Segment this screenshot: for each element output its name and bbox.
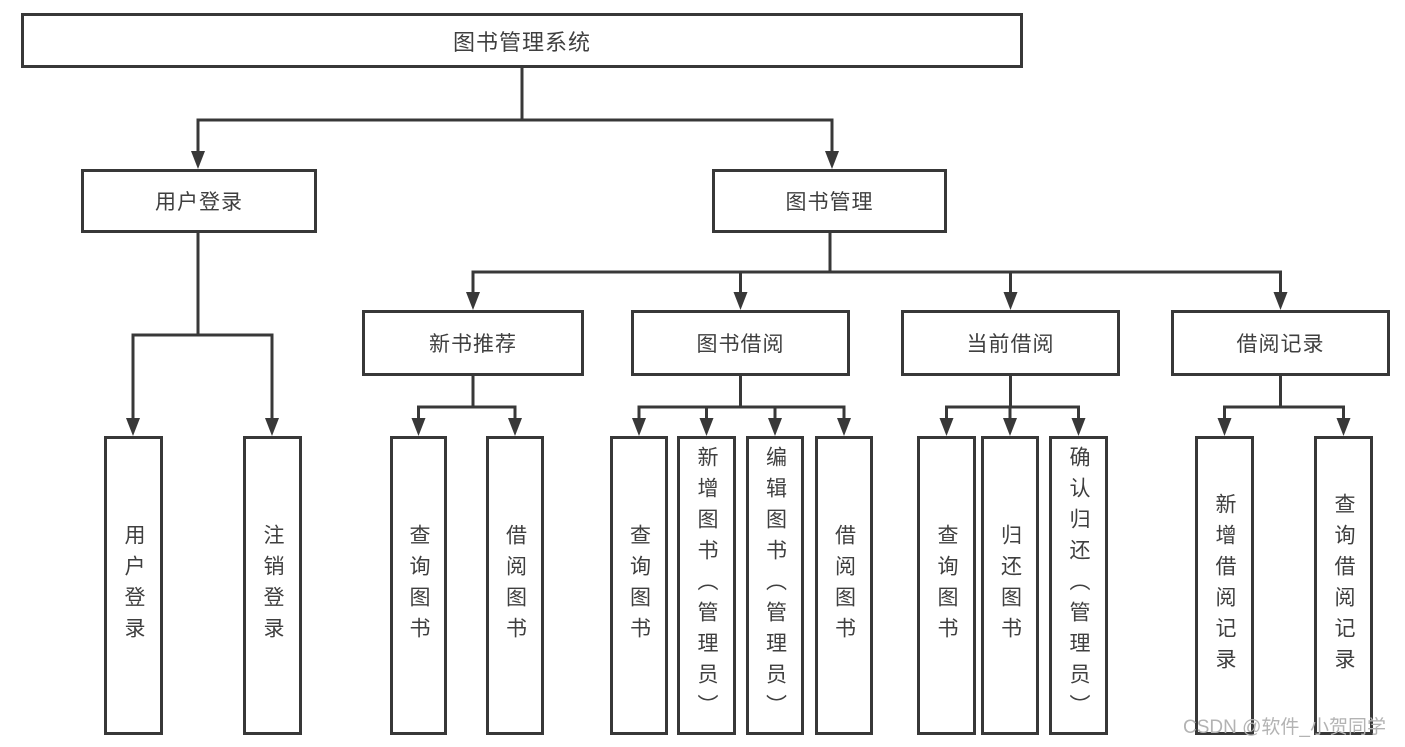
- node-current-borrow: 当前借阅: [901, 310, 1120, 376]
- leaf-edit-books-admin: 编辑图书（管理员）: [746, 436, 804, 735]
- node-book-borrow: 图书借阅: [631, 310, 850, 376]
- leaf-borrow-books-label: 借阅图书: [832, 523, 856, 648]
- leaf-borrow-books: 借阅图书: [815, 436, 873, 735]
- leaf-query-books-borrow-label: 查询图书: [627, 523, 651, 648]
- leaf-logout: 注销登录: [243, 436, 302, 735]
- node-book-management-label: 图书管理: [785, 191, 874, 214]
- leaf-add-borrow-record: 新增借阅记录: [1195, 436, 1254, 735]
- node-current-borrow-label: 当前借阅: [966, 333, 1055, 356]
- leaf-add-books-admin-label: 新增图书（管理员）: [695, 446, 718, 725]
- leaf-borrow-books-recommend: 借阅图书: [486, 436, 544, 735]
- node-user-login: 用户登录: [81, 169, 317, 233]
- node-root-label: 图书管理系统: [452, 29, 591, 55]
- leaf-logout-label: 注销登录: [261, 523, 284, 648]
- node-book-management: 图书管理: [712, 169, 947, 233]
- node-user-login-label: 用户登录: [155, 191, 243, 214]
- node-borrow-records-label: 借阅记录: [1236, 333, 1325, 356]
- leaf-query-books-recommend: 查询图书: [390, 436, 447, 735]
- leaf-query-borrow-record: 查询借阅记录: [1314, 436, 1373, 735]
- node-book-borrow-label: 图书借阅: [696, 333, 785, 356]
- leaf-edit-books-admin-label: 编辑图书（管理员）: [763, 446, 787, 725]
- leaf-user-login-label: 用户登录: [122, 523, 145, 648]
- leaf-query-borrow-record-label: 查询借阅记录: [1332, 492, 1355, 679]
- leaf-add-books-admin: 新增图书（管理员）: [677, 436, 736, 735]
- node-new-book-recommend: 新书推荐: [362, 310, 584, 376]
- leaf-borrow-books-recommend-label: 借阅图书: [503, 523, 527, 648]
- node-root: 图书管理系统: [21, 13, 1023, 68]
- leaf-return-books: 归还图书: [981, 436, 1039, 735]
- leaf-add-borrow-record-label: 新增借阅记录: [1213, 492, 1236, 679]
- leaf-query-books-current-label: 查询图书: [935, 523, 958, 648]
- node-new-book-recommend-label: 新书推荐: [429, 333, 517, 356]
- leaf-query-books-current: 查询图书: [917, 436, 976, 735]
- node-borrow-records: 借阅记录: [1171, 310, 1390, 376]
- leaf-query-books-recommend-label: 查询图书: [407, 523, 430, 648]
- leaf-confirm-return-admin-label: 确认归还（管理员）: [1067, 446, 1090, 725]
- leaf-confirm-return-admin: 确认归还（管理员）: [1049, 436, 1108, 735]
- leaf-query-books-borrow: 查询图书: [610, 436, 668, 735]
- leaf-return-books-label: 归还图书: [998, 523, 1022, 648]
- watermark-text: CSDN @软件_小贺同学: [1183, 717, 1386, 738]
- leaf-user-login: 用户登录: [104, 436, 163, 735]
